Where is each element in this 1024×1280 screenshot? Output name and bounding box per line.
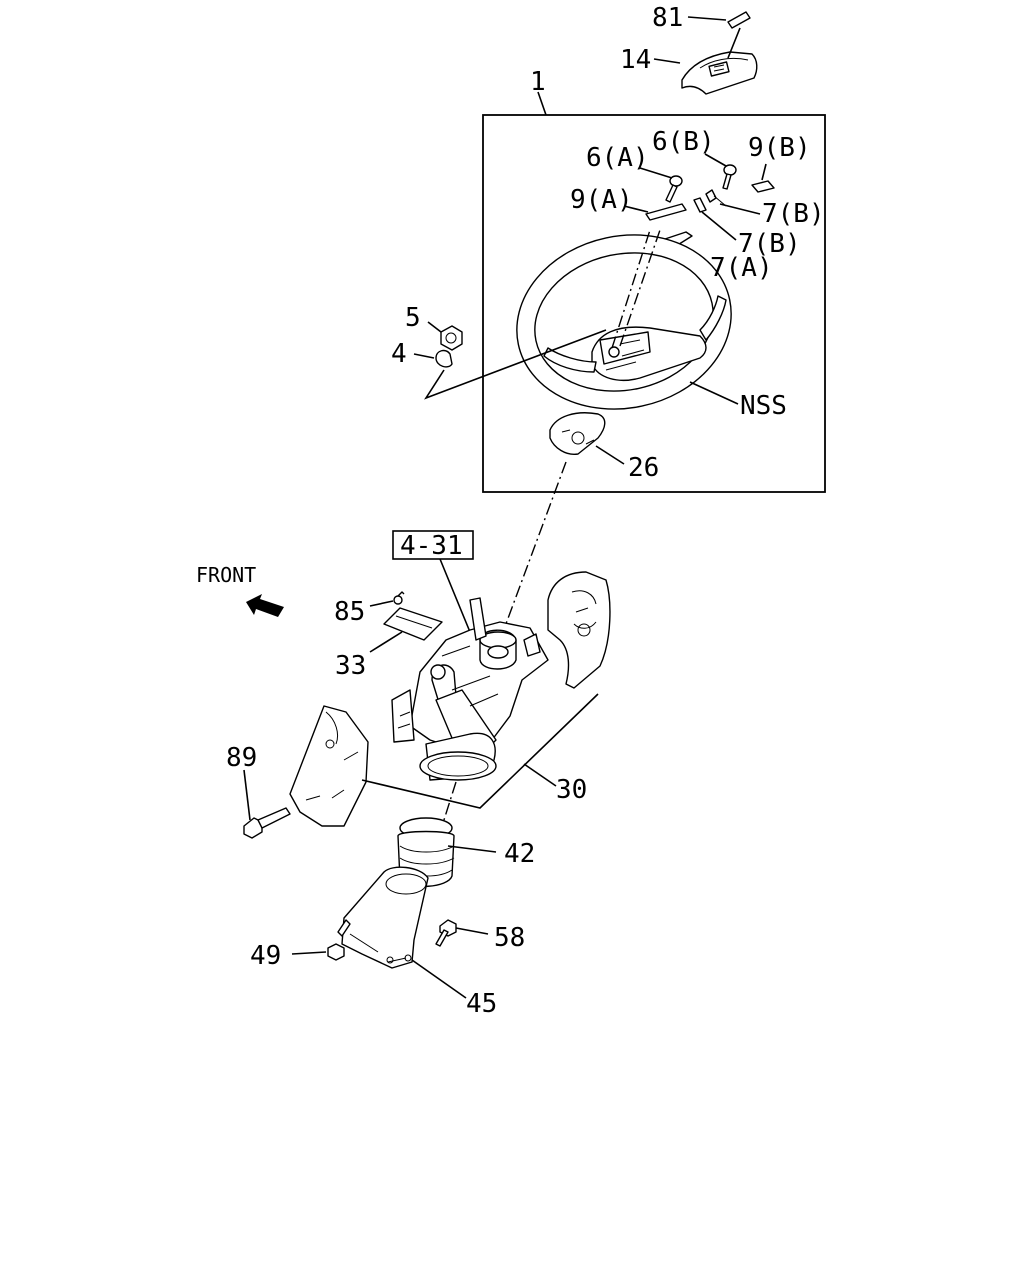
callout-7a: 7(A) <box>710 253 773 283</box>
callout-42: 42 <box>504 839 535 869</box>
callout-58: 58 <box>494 923 525 953</box>
leader-45 <box>411 959 467 999</box>
callout-4: 4 <box>391 339 407 369</box>
part-6b-screw <box>722 164 737 190</box>
leader-4-31 <box>439 558 471 633</box>
leader-6b <box>704 153 727 167</box>
part-26-cover <box>549 412 606 455</box>
part-14-horn-pad <box>681 51 758 95</box>
callout-9b: 9(B) <box>748 133 811 163</box>
leader-33 <box>369 631 403 653</box>
part-5-nut <box>440 325 463 351</box>
part-30-upper-cover <box>547 571 611 689</box>
leader-4 <box>413 353 435 359</box>
part-4-washer <box>435 349 453 368</box>
leader-5 <box>427 321 442 333</box>
callout-45: 45 <box>466 989 497 1019</box>
steering-wheel-nss <box>516 234 732 410</box>
leader-81-to-14 <box>727 27 741 59</box>
part-7b-contact-upper <box>705 189 727 207</box>
part-45-dash-plate <box>341 866 429 969</box>
callout-81: 81 <box>652 3 683 33</box>
leader-9b <box>761 163 767 181</box>
leader-1 <box>537 91 547 116</box>
callout-ref-4-31: 4-31 <box>400 531 463 561</box>
axis-lower <box>499 461 567 641</box>
callout-7b-upper: 7(B) <box>762 199 825 229</box>
leader-49 <box>291 951 327 955</box>
part-58-bolt <box>435 919 457 947</box>
part-9a-bracket <box>645 203 687 221</box>
callout-30: 30 <box>556 775 587 805</box>
part-33-plate <box>383 607 443 641</box>
callout-6a: 6(A) <box>586 143 649 173</box>
leader-89 <box>243 769 251 821</box>
leader-42 <box>447 845 497 853</box>
leader-85 <box>369 600 394 607</box>
callout-9a: 9(A) <box>570 185 633 215</box>
callout-1: 1 <box>530 67 546 97</box>
part-89-bolt <box>243 807 291 839</box>
leader-4-5-to-wheel <box>424 329 607 400</box>
leader-14 <box>653 58 681 64</box>
leader-7b-upper <box>719 203 761 215</box>
leader-9a <box>623 205 649 213</box>
callout-49: 49 <box>250 941 281 971</box>
leader-30 <box>523 763 557 787</box>
front-arrow-icon <box>246 594 284 617</box>
leader-7b-lower <box>701 211 737 241</box>
bracket-30 <box>361 693 599 809</box>
callout-front: FRONT <box>196 563 256 587</box>
part-30-lower-cover <box>289 705 369 827</box>
part-6a-screw <box>665 175 683 203</box>
axis-upper <box>611 229 651 349</box>
callout-6b: 6(B) <box>652 127 715 157</box>
steering-column-assembly <box>391 597 549 781</box>
callout-5: 5 <box>405 303 421 333</box>
reference-4-31-box <box>392 530 474 560</box>
leader-nss <box>689 381 739 405</box>
steering-wheel-group-box <box>482 114 826 493</box>
part-9b-bracket <box>751 180 775 193</box>
leader-81 <box>687 16 727 21</box>
callout-14: 14 <box>620 45 651 75</box>
callout-nss: NSS <box>740 391 787 421</box>
callout-89: 89 <box>226 743 257 773</box>
part-81-clip <box>727 11 751 29</box>
leader-26 <box>595 445 625 465</box>
callout-85: 85 <box>334 597 365 627</box>
part-49-nut <box>327 919 351 961</box>
part-85-screw <box>393 591 405 605</box>
leader-6a <box>639 167 673 179</box>
callout-26: 26 <box>628 453 659 483</box>
axis-upper-2 <box>619 229 661 347</box>
part-7b-contact-lower <box>693 197 707 213</box>
callout-7b-lower: 7(B) <box>738 229 801 259</box>
callout-33: 33 <box>335 651 366 681</box>
leader-58 <box>455 927 489 935</box>
